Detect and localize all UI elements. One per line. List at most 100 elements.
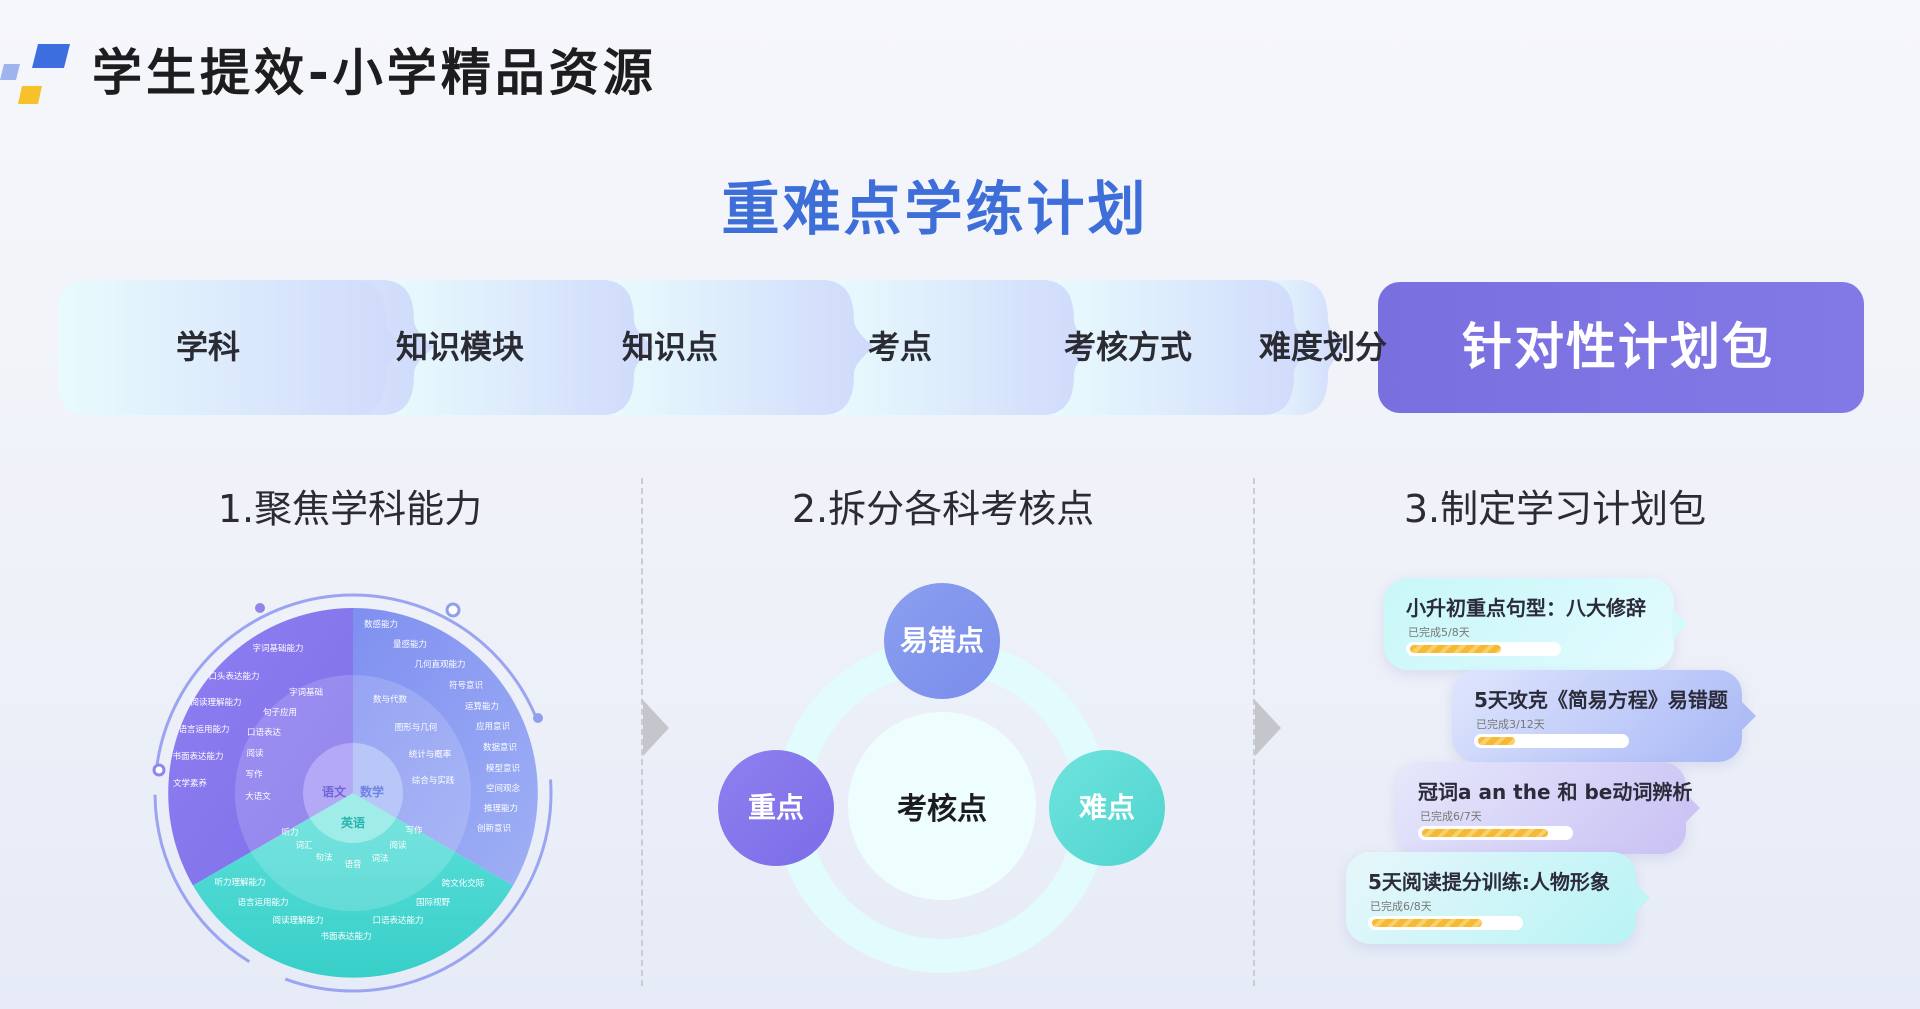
math-outer-label: 符号意识 — [449, 680, 483, 690]
english-inner-label: 阅读 — [389, 840, 407, 850]
chinese-outer-label: 语言运用能力 — [178, 724, 229, 734]
process-step-assessment: 考核方式 — [1063, 328, 1192, 366]
center-label-chinese: 语文 — [322, 784, 347, 799]
plan-card-progress-text: 已完成6/7天 — [1420, 810, 1482, 823]
plan-card-progress-bar — [1474, 734, 1629, 748]
plan-card-title: 小升初重点句型：八大修辞 — [1406, 596, 1646, 620]
plan-card-progress-text: 已完成3/12天 — [1476, 718, 1545, 731]
card-tail — [1634, 882, 1650, 914]
process-step-exam-point: 考点 — [867, 328, 932, 366]
center-chinese — [303, 743, 353, 818]
plan-card-title: 冠词a an the 和 be动词辨析 — [1418, 780, 1693, 804]
arrow-right-icon — [643, 700, 669, 756]
brand-logo-icon — [0, 44, 70, 104]
chinese-outer-label: 文学素养 — [173, 778, 208, 788]
english-sector — [193, 793, 513, 978]
section-title-1: 1.聚焦学科能力 — [217, 487, 483, 531]
node-error-prone: 易错点 — [884, 583, 1000, 699]
english-outer-label: 跨文化交际 — [442, 878, 485, 888]
section-title-3: 3.制定学习计划包 — [1403, 487, 1707, 531]
divider-left — [641, 478, 643, 986]
plan-card-title: 5天攻克《简易方程》易错题 — [1474, 688, 1728, 712]
page-title: 学生提效-小学精品资源 — [92, 44, 657, 102]
assessment-diagram: 考核点 易错点 重点 难点 — [700, 570, 1180, 990]
chinese-inner-label: 阅读 — [246, 748, 264, 758]
ring-dot — [445, 602, 461, 618]
plan-card-progress-fill — [1410, 645, 1501, 653]
chinese-inner-label: 大语文 — [245, 791, 271, 801]
english-inner-label: 词汇 — [295, 840, 313, 850]
plan-card[interactable]: 5天攻克《简易方程》易错题 已完成3/12天 — [1452, 670, 1756, 762]
process-final-shape — [1378, 282, 1864, 413]
plan-title: 重难点学练计划 — [721, 175, 1149, 243]
math-inner-label: 统计与概率 — [409, 749, 452, 759]
math-outer-label: 数据意识 — [483, 742, 517, 752]
process-step-shape — [1048, 280, 1314, 415]
chinese-outer-label: 口头表达能力 — [208, 671, 259, 681]
plan-card[interactable]: 5天阅读提分训练:人物形象 已完成6/8天 — [1346, 852, 1650, 944]
plan-card-progress-text: 已完成6/8天 — [1370, 900, 1432, 913]
english-inner-label: 语音 — [344, 859, 362, 869]
plan-card-progress-bar — [1418, 826, 1573, 840]
node-key-point: 重点 — [718, 750, 834, 866]
process-step-module: 知识模块 — [395, 328, 524, 366]
process-flow-shapes — [58, 280, 1864, 415]
math-inner-label: 综合与实践 — [412, 775, 455, 785]
english-inner-label: 写作 — [405, 825, 423, 835]
plan-card-progress-bar — [1406, 642, 1561, 656]
process-step-shape — [608, 280, 874, 415]
chinese-inner-label: 句子应用 — [263, 707, 297, 717]
chinese-outer-label: 阅读理解能力 — [190, 697, 241, 707]
math-outer-label: 量感能力 — [393, 639, 427, 649]
process-flow: 学科 知识模块 知识点 考点 考核方式 难度划分 针对性计划包 — [58, 280, 1866, 415]
plan-card[interactable]: 小升初重点句型：八大修辞 已完成5/8天 — [1384, 578, 1688, 670]
center-math — [353, 743, 403, 818]
outer-ring — [153, 593, 553, 993]
english-inner-label: 听力 — [281, 827, 298, 837]
section-title-2: 2.拆分各科考核点 — [791, 487, 1095, 531]
math-inner-label: 图形与几何 — [395, 722, 438, 732]
english-outer-label: 口语表达能力 — [372, 915, 423, 925]
english-outer-label: 阅读理解能力 — [272, 915, 323, 925]
english-outer-label: 听力理解能力 — [214, 877, 265, 887]
process-step-shape — [828, 280, 1094, 415]
ring-dot — [152, 763, 166, 777]
card-tail — [1740, 700, 1756, 732]
math-inner-label: 数与代数 — [373, 694, 408, 704]
arrow-right-icon — [1255, 700, 1281, 756]
divider-right — [1253, 478, 1255, 986]
process-step-shape — [58, 280, 406, 415]
english-inner-label: 句法 — [315, 852, 332, 862]
chinese-sector — [168, 608, 353, 886]
assessment-center-label: 考核点 — [897, 792, 987, 827]
center-english — [309, 793, 397, 843]
plan-card-title: 5天阅读提分训练:人物形象 — [1368, 870, 1610, 894]
chinese-inner-label: 字词基础 — [289, 687, 323, 697]
math-outer-label: 应用意识 — [476, 721, 510, 731]
english-outer-label: 语言运用能力 — [237, 897, 288, 907]
english-outer-label: 国际视野 — [416, 897, 451, 907]
plan-card-progress-fill — [1422, 829, 1548, 837]
process-step-subject: 学科 — [175, 328, 240, 366]
chinese-inner-label: 写作 — [245, 769, 263, 779]
center-label-math: 数学 — [360, 784, 384, 799]
center-circle — [848, 712, 1036, 900]
math-outer-label: 模型意识 — [486, 763, 520, 773]
plan-card-progress-text: 已完成5/8天 — [1408, 626, 1470, 639]
math-outer-label: 运算能力 — [465, 701, 499, 711]
math-outer-label: 创新意识 — [477, 823, 511, 833]
math-outer-label: 推理能力 — [484, 803, 518, 813]
ring-dot — [533, 713, 543, 723]
process-step-difficulty: 难度划分 — [1258, 328, 1387, 366]
card-tail — [1684, 792, 1700, 824]
ring-dot — [255, 603, 265, 613]
process-step-shape — [388, 280, 654, 415]
english-outer-label: 书面表达能力 — [320, 931, 371, 941]
node-difficult-point: 难点 — [1049, 750, 1165, 866]
process-step-knowledge-point: 知识点 — [621, 328, 718, 366]
chinese-outer-label: 字词基础能力 — [252, 643, 303, 653]
plan-card-progress-fill — [1478, 737, 1515, 745]
chinese-inner-label: 口语表达 — [247, 727, 282, 737]
plan-card[interactable]: 冠词a an the 和 be动词辨析 已完成6/7天 — [1396, 762, 1700, 854]
math-sector — [353, 608, 538, 886]
